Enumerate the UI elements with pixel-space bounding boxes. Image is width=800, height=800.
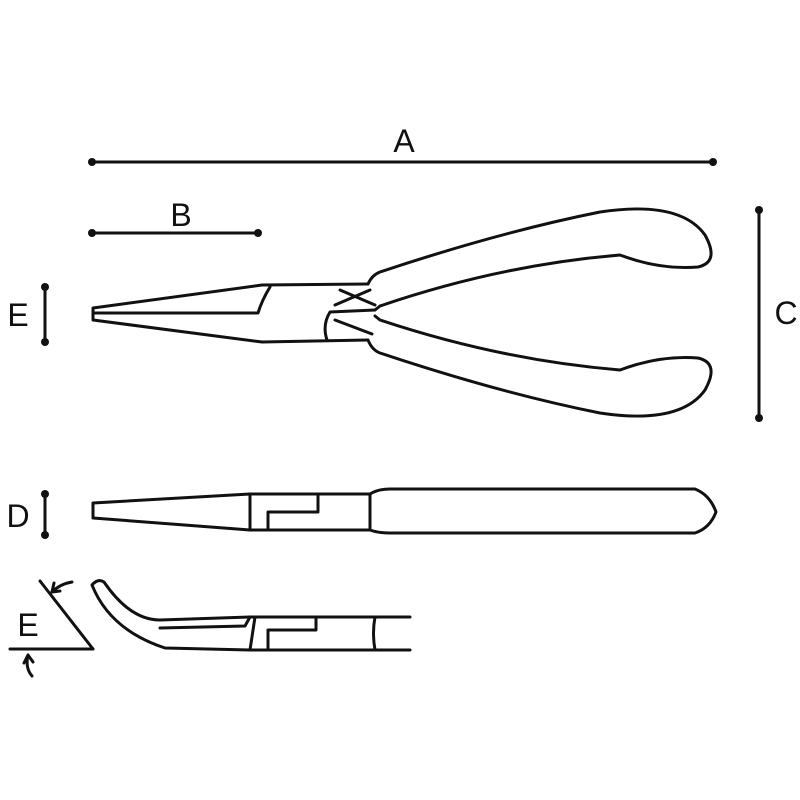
- label-d: D: [6, 498, 29, 534]
- dimension-d: D: [6, 490, 49, 539]
- dimension-a: A: [88, 123, 717, 166]
- dimension-c: C: [755, 206, 798, 422]
- pliers-side-view: [91, 487, 718, 535]
- dimension-e-tip-width: E: [7, 283, 49, 346]
- label-a: A: [393, 123, 415, 159]
- label-e-bottom: E: [17, 607, 38, 643]
- dimension-b: B: [88, 197, 262, 237]
- label-c: C: [774, 295, 797, 331]
- pliers-top-view: [91, 207, 713, 418]
- pliers-bent-view: E: [8, 579, 412, 678]
- label-e-top: E: [7, 297, 28, 333]
- label-b: B: [170, 197, 191, 233]
